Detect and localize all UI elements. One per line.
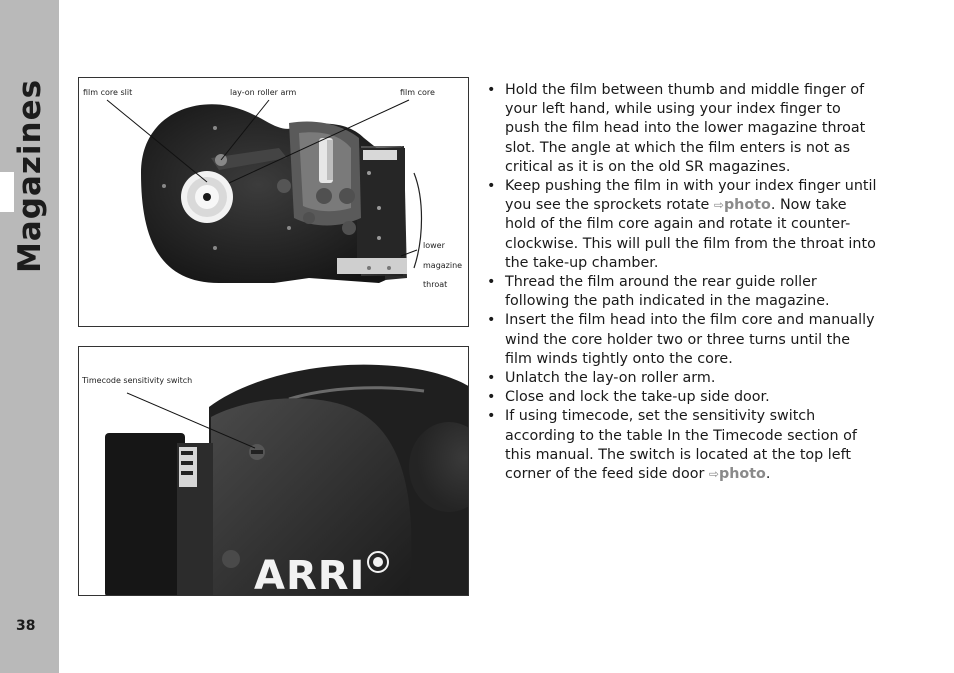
list-item: Unlatch the lay-on roller arm. [486,369,878,388]
callout-lower: lower [423,241,445,250]
callout-film-core: film core [400,88,435,97]
section-title-text: Magazines [12,78,48,274]
list-item: Hold the film between thumb and middle f… [486,81,878,177]
list-item-text-before: If using timecode, set the sensitivity s… [505,408,857,483]
arri-logo-text: ARRI [254,553,365,596]
callout-throat: throat [423,280,448,289]
arrow-right-icon: ⇨ [708,467,719,482]
list-item: Close and lock the take-up side door. [486,388,878,407]
arrow-right-icon: ⇨ [713,198,724,213]
list-item-text: Unlatch the lay-on roller arm. [505,370,716,387]
list-item-text: Insert the film head into the film core … [505,312,875,367]
page-number: 38 [16,618,36,634]
list-item-text-after: . [765,466,771,483]
feed-side-door-illustration: ARRI [105,364,468,596]
list-item: Keep pushing the film in with your index… [486,177,878,273]
instructions: Hold the film between thumb and middle f… [486,81,878,484]
magazine-interior-photo: film core slit lay-on roller arm film co… [78,77,469,327]
list-item-text: Thread the film around the rear guide ro… [505,274,830,310]
list-item-text: Close and lock the take-up side door. [505,389,770,406]
list-item-text: Hold the film between thumb and middle f… [505,82,866,175]
list-item: Thread the film around the rear guide ro… [486,273,878,311]
photo-link[interactable]: photo [718,466,766,483]
callout-film-core-slit: film core slit [83,88,133,97]
sidebar: Magazines 38 [0,0,59,673]
list-item: Insert the film head into the film core … [486,311,878,369]
magazine-interior-illustration [106,99,423,283]
feed-side-door-photo: ARRI Timecode sensitivity switch [78,346,469,596]
callout-timecode-switch: Timecode sensitivity switch [82,376,193,385]
instruction-list: Hold the film between thumb and middle f… [486,81,878,484]
list-item: If using timecode, set the sensitivity s… [486,407,878,484]
callout-magazine: magazine [423,261,463,270]
callout-lay-on-roller-arm: lay-on roller arm [230,88,297,97]
list-item-text-after: . Now take hold of the film core again a… [505,197,876,271]
photo-link[interactable]: photo [723,197,771,214]
sidebar-tab-marker [0,172,14,212]
list-item-text-before: Keep pushing the film in with your index… [505,178,877,214]
